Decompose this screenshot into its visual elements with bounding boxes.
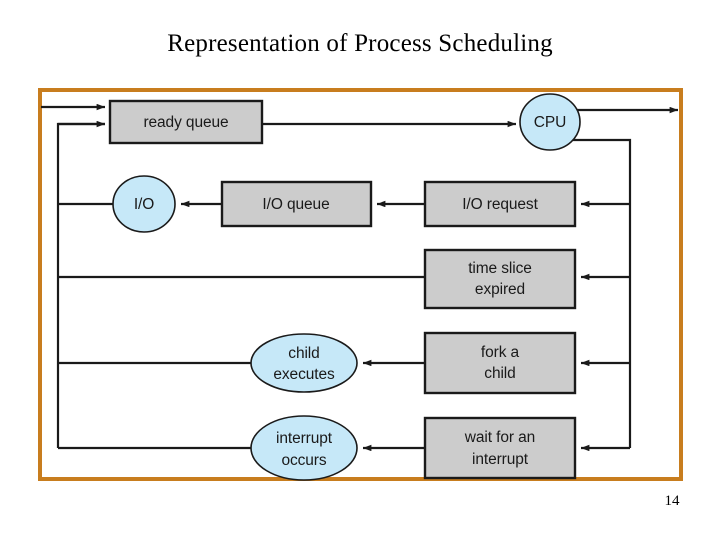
ready-queue-box[interactable] <box>108 99 264 145</box>
edge-left-return-trunk <box>56 122 105 448</box>
child-executes-ellipse[interactable] <box>250 333 358 393</box>
fork-a-child-box[interactable] <box>423 331 577 395</box>
cpu-label: CPU <box>534 114 566 131</box>
fork-a-child-label-line2: child <box>484 365 515 382</box>
time-slice-expired-label-line1: time slice <box>468 260 532 277</box>
wait-for-an-interrupt-label-line2: interrupt <box>472 451 529 468</box>
io-queue-label: I/O queue <box>262 196 329 213</box>
page-number: 14 <box>664 493 680 509</box>
node-interrupt-occurs[interactable]: interrupt occurs <box>250 415 358 481</box>
child-executes-label-line1: child <box>288 345 319 362</box>
node-child-executes[interactable]: child executes <box>250 333 358 393</box>
wait-for-an-interrupt-box[interactable] <box>423 416 577 480</box>
node-io[interactable]: I/O <box>112 175 176 233</box>
interrupt-occurs-label-line1: interrupt <box>276 430 333 447</box>
time-slice-expired-label-line2: expired <box>475 281 525 298</box>
node-ready-queue[interactable]: ready queue <box>108 99 264 145</box>
node-io-queue[interactable]: I/O queue <box>220 180 373 228</box>
wait-for-an-interrupt-label-line1: wait for an <box>464 429 535 446</box>
node-time-slice-expired[interactable]: time slice expired <box>423 248 577 310</box>
edge-cpu-right-trunk <box>568 138 632 448</box>
node-io-request[interactable]: I/O request <box>423 180 577 228</box>
interrupt-occurs-ellipse[interactable] <box>250 415 358 481</box>
connector-group <box>41 103 679 452</box>
cpu-ellipse[interactable] <box>519 93 581 151</box>
node-wait-for-an-interrupt[interactable]: wait for an interrupt <box>423 416 577 480</box>
io-request-label: I/O request <box>462 196 538 213</box>
child-executes-label-line2: executes <box>273 366 335 383</box>
io-label: I/O <box>134 196 154 213</box>
fork-a-child-label-line1: fork a <box>481 344 520 361</box>
io-queue-box[interactable] <box>220 180 373 228</box>
node-fork-a-child[interactable]: fork a child <box>423 331 577 395</box>
io-request-box[interactable] <box>423 180 577 228</box>
time-slice-expired-box[interactable] <box>423 248 577 310</box>
interrupt-occurs-label-line2: occurs <box>281 452 326 469</box>
ready-queue-label: ready queue <box>143 114 228 131</box>
io-ellipse[interactable] <box>112 175 176 233</box>
page-title: Representation of Process Scheduling <box>167 30 553 57</box>
node-cpu[interactable]: CPU <box>519 93 581 151</box>
